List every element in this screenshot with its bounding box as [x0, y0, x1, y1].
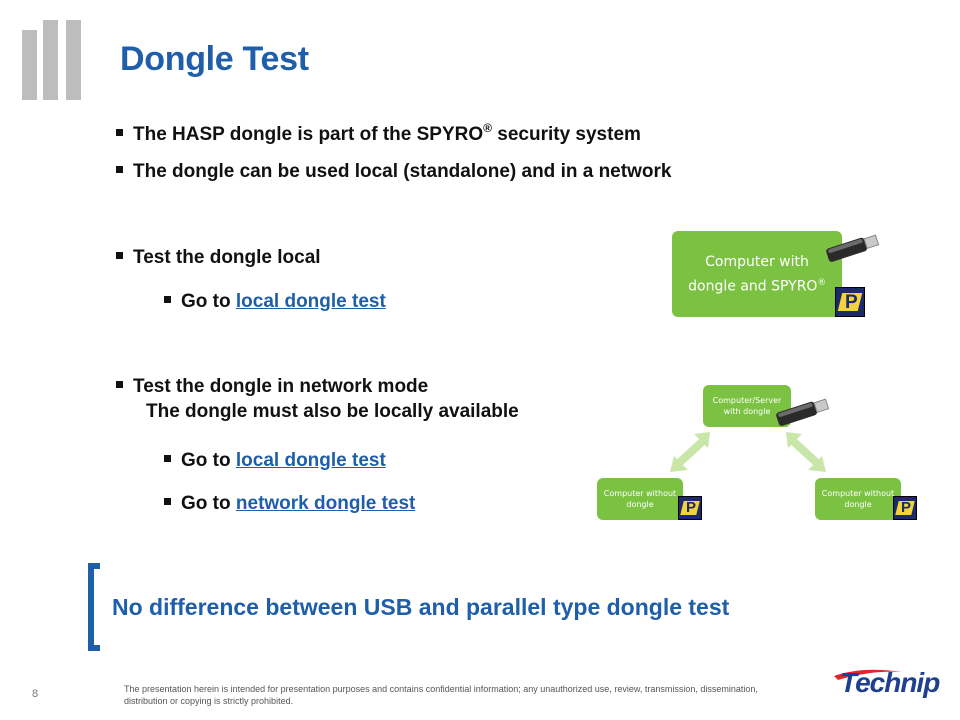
bullet-test-local: Test the dongle local [116, 247, 321, 269]
bullet-square-icon [116, 166, 123, 173]
spyro-vp-icon: P [835, 287, 865, 317]
bullet-local-network: The dongle can be used local (standalone… [116, 161, 671, 183]
usb-stick-icon [826, 234, 880, 262]
spyro-vp-icon: P [893, 496, 917, 520]
sub-bullet-network-test: Go to network dongle test [164, 493, 415, 515]
bullet-hasp-dongle: The HASP dongle is part of the SPYRO® se… [116, 121, 641, 146]
decorative-bar [43, 20, 58, 100]
callout-bracket [88, 563, 100, 651]
network-dongle-test-link[interactable]: network dongle test [235, 493, 416, 514]
sub-bullet-local-test-2: Go to local dongle test [164, 450, 386, 472]
bullet-square-icon [164, 455, 171, 462]
usb-stick-icon [776, 398, 830, 426]
server-computer-box: Computer/Server with dongle [703, 385, 791, 427]
bullet-continuation: The dongle must also be locally availabl… [146, 401, 519, 422]
decorative-bar [66, 20, 81, 100]
local-dongle-test-link[interactable]: local dongle test [235, 450, 386, 471]
confidentiality-disclaimer: The presentation herein is intended for … [124, 684, 758, 706]
client-computer-box-left: Computer without dongle [597, 478, 683, 520]
bullet-square-icon [116, 381, 123, 388]
page-number: 8 [32, 688, 39, 700]
standalone-computer-box: Computer with dongle and SPYRO® [672, 231, 842, 317]
spyro-vp-icon: P [678, 496, 702, 520]
technip-logo: Technip [832, 667, 940, 702]
local-dongle-test-link[interactable]: local dongle test [235, 291, 386, 312]
bullet-square-icon [164, 498, 171, 505]
bullet-square-icon [116, 129, 123, 136]
connector-arrow-left [670, 432, 710, 472]
bullet-square-icon [164, 296, 171, 303]
slide-title: Dongle Test [120, 40, 309, 78]
sub-bullet-local-test: Go to local dongle test [164, 291, 386, 313]
connector-arrow-right [786, 432, 826, 472]
bullet-square-icon [116, 252, 123, 259]
client-computer-box-right: Computer without dongle [815, 478, 901, 520]
bullet-test-network: Test the dongle in network mode The dong… [116, 376, 519, 423]
callout-text: No difference between USB and parallel t… [112, 594, 730, 620]
decorative-bar [22, 30, 37, 100]
